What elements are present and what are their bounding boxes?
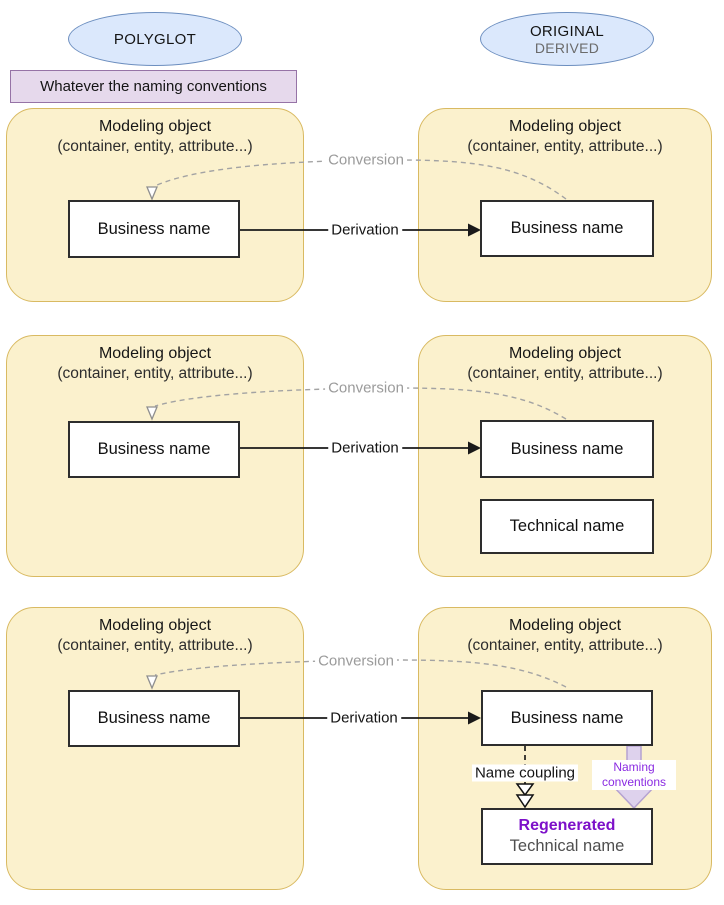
naming-conventions-label: Naming conventions	[592, 760, 676, 790]
regenerated-technical-name-box: Regenerated Technical name	[481, 808, 653, 865]
derivation-label-row1: Derivation	[328, 221, 402, 239]
modeling-object-subtitle: (container, entity, attribute...)	[57, 138, 253, 156]
modeling-object-subtitle: (container, entity, attribute...)	[467, 138, 663, 156]
business-name-label: Business name	[510, 219, 624, 237]
original-label: ORIGINAL	[529, 22, 605, 40]
modeling-object-title: Modeling object	[98, 118, 212, 135]
business-name-box-row1-polyglot: Business name	[68, 200, 240, 258]
modeling-object-title: Modeling object	[508, 118, 622, 135]
modeling-object-container-row3-polyglot: Modeling object (container, entity, attr…	[6, 607, 304, 890]
business-name-box-row3-polyglot: Business name	[68, 690, 240, 747]
conversion-label-row3: Conversion	[315, 652, 397, 670]
modeling-object-subtitle: (container, entity, attribute...)	[467, 365, 663, 383]
modeling-object-container-row1-polyglot: Modeling object (container, entity, attr…	[6, 108, 304, 302]
conversion-label-row2: Conversion	[325, 379, 407, 397]
business-name-box-row3-original: Business name	[481, 690, 653, 746]
technical-name-label: Technical name	[509, 517, 625, 535]
technical-name-box-row2-original: Technical name	[480, 499, 654, 554]
technical-name-label: Technical name	[509, 837, 625, 856]
polyglot-label: POLYGLOT	[113, 30, 197, 48]
derivation-label-row3: Derivation	[327, 709, 401, 727]
original-derived-ellipse: ORIGINAL DERIVED	[480, 12, 654, 66]
naming-conventions-banner: Whatever the naming conventions	[10, 70, 297, 103]
business-name-box-row1-original: Business name	[480, 200, 654, 257]
modeling-object-title: Modeling object	[508, 617, 622, 634]
naming-conventions-banner-label: Whatever the naming conventions	[40, 78, 267, 95]
business-name-label: Business name	[97, 440, 211, 458]
modeling-object-title: Modeling object	[98, 617, 212, 634]
conversion-label-row1: Conversion	[325, 151, 407, 169]
regenerated-label: Regenerated	[518, 817, 616, 835]
business-name-label: Business name	[97, 219, 211, 238]
modeling-object-title: Modeling object	[98, 345, 212, 362]
modeling-object-title: Modeling object	[508, 345, 622, 362]
derived-label: DERIVED	[534, 39, 600, 56]
derivation-label-row2: Derivation	[328, 439, 402, 457]
business-name-label: Business name	[510, 439, 624, 458]
modeling-object-subtitle: (container, entity, attribute...)	[57, 637, 253, 655]
name-coupling-label: Name coupling	[471, 764, 579, 782]
modeling-object-subtitle: (container, entity, attribute...)	[467, 637, 663, 655]
business-name-label: Business name	[510, 708, 624, 727]
business-name-label: Business name	[97, 709, 211, 727]
business-name-box-row2-original: Business name	[480, 420, 654, 478]
polyglot-ellipse: POLYGLOT	[68, 12, 242, 66]
business-name-box-row2-polyglot: Business name	[68, 421, 240, 478]
modeling-object-subtitle: (container, entity, attribute...)	[57, 365, 253, 383]
